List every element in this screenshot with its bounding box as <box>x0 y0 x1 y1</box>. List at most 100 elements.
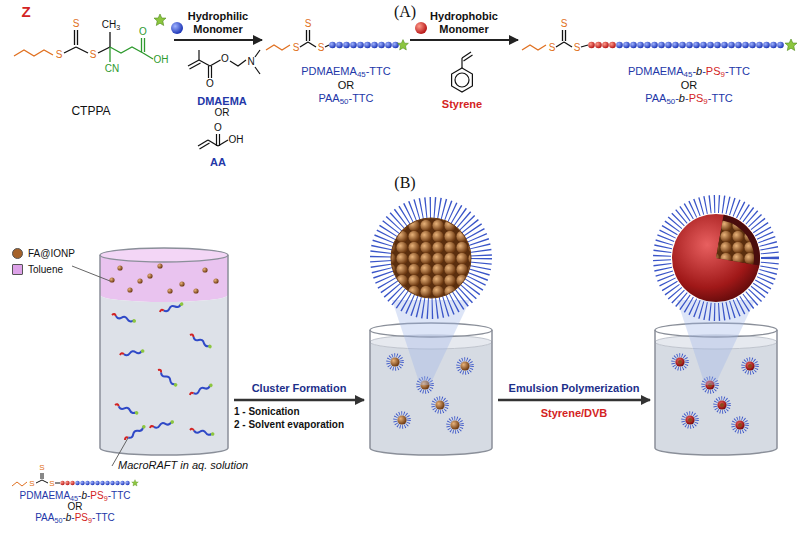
cluster-magnified-part <box>381 208 481 308</box>
text-run: PAA <box>318 92 339 104</box>
text-label: S <box>56 49 63 61</box>
ctppa-structure-part <box>64 47 76 53</box>
reaction-arrow <box>410 39 518 41</box>
text-run: b <box>81 490 87 501</box>
micelles-part <box>458 359 472 373</box>
ctppa-structure-part <box>74 30 75 45</box>
block-copolymer-chain-part <box>785 39 797 51</box>
block-copolymer-chain-part <box>41 473 42 479</box>
text-label: OR <box>68 501 83 513</box>
block-copolymer-chain-part <box>522 45 546 50</box>
macroraft-chains-part <box>150 420 175 430</box>
legend-item: Toluene <box>12 262 63 276</box>
legend-item: FA@IONP <box>12 246 75 260</box>
text-label: MacroRAFT in aq. solution <box>118 459 248 472</box>
text-label: AA <box>210 156 226 169</box>
micelles-part <box>388 355 402 369</box>
text-run: - <box>725 65 729 77</box>
beaker-part <box>100 255 228 455</box>
text-run: b <box>66 512 72 523</box>
text-label: Cluster Formation <box>252 382 347 395</box>
polymer-chain-part <box>309 30 310 41</box>
beaker-part <box>100 295 228 455</box>
nanoparticles-part <box>117 265 122 270</box>
block-copolymer-chain-part <box>564 42 572 47</box>
polymer-chain <box>266 30 408 50</box>
text-label: PAA50-b-PS9-TTC <box>35 512 115 524</box>
text-label: OR <box>215 107 230 119</box>
text-label: OH <box>229 134 244 146</box>
text-label: S <box>39 463 44 472</box>
core-shell-particles-part <box>733 418 747 432</box>
text-label: O <box>221 53 229 65</box>
zoom-cone <box>392 300 470 385</box>
styrene-structure <box>452 52 473 92</box>
beaker <box>100 248 228 455</box>
ctppa-structure-part <box>98 47 110 53</box>
reaction-arrow <box>174 39 262 41</box>
nanoparticles-part <box>213 278 218 283</box>
nanoparticles-part <box>193 288 198 293</box>
text-run: - <box>708 92 712 104</box>
text-run: - <box>92 512 95 523</box>
macroraft-chains-part <box>159 302 184 314</box>
core-shell-particles-part <box>715 398 729 412</box>
ctppa-structure-part <box>110 47 143 53</box>
text-run: - <box>692 65 696 77</box>
stage-text: OR <box>681 79 698 92</box>
panel-label: Z <box>21 3 30 20</box>
text-label: DMAEMA <box>197 95 247 108</box>
beaker-part <box>100 248 228 302</box>
text-run: 50 <box>666 97 675 106</box>
text-run: TTC <box>352 92 373 104</box>
text-run: TTC <box>369 65 390 77</box>
core-shell-particles-part <box>673 355 687 369</box>
dmaema-structure-part <box>208 66 209 78</box>
dmaema-structure-part <box>210 60 221 66</box>
stage-box: CTPPA <box>8 30 174 118</box>
text-run: PS <box>689 92 704 104</box>
core-shell-magnified-part <box>716 221 754 265</box>
text-label: S <box>574 42 581 54</box>
text-run: b <box>696 65 702 77</box>
core-shell-magnified-part <box>662 204 770 312</box>
text-run: 9 <box>104 494 108 503</box>
block-copolymer-chain-part <box>562 30 563 41</box>
text-label: S <box>561 18 568 30</box>
text-run: - <box>62 512 65 523</box>
text-run: 3 <box>116 23 120 32</box>
text-label: O <box>206 78 214 90</box>
text-run: PDMAEMA <box>628 65 684 77</box>
ctppa-structure-part <box>109 32 110 47</box>
block-copolymer-chain-part <box>12 482 27 486</box>
text-run: 45 <box>357 70 366 79</box>
macroraft-chains <box>112 302 215 442</box>
text-label: 2 - Solvent evaporation <box>234 419 344 431</box>
dmaema-structure-part <box>198 50 199 60</box>
ctppa-structure-part <box>76 47 88 53</box>
text-run: - <box>675 92 679 104</box>
micelles-part <box>395 413 409 427</box>
macroraft-chains-part <box>114 403 139 415</box>
cluster-magnified-part <box>391 218 471 298</box>
stage-text: PDMAEMA45-b-PS9-TTC <box>628 65 750 79</box>
panel-label: (A) <box>394 3 416 21</box>
text-label: PDMAEMA45-b-PS9-TTC <box>20 490 131 502</box>
block-copolymer-chain-part <box>588 40 616 50</box>
stage-text: PAA50-b-PS9-TTC <box>645 92 733 106</box>
stage-text: PDMAEMA45-TTC <box>301 65 390 79</box>
core-shell-particles-part <box>683 413 697 427</box>
text-run: PAA <box>35 512 54 523</box>
text-label: S <box>29 479 34 488</box>
text-run: PDMAEMA <box>20 490 71 501</box>
text-run: PDMAEMA <box>301 65 357 77</box>
dmaema-structure-part <box>199 60 210 66</box>
text-run: PAA <box>645 92 666 104</box>
block-copolymer-chain-part <box>565 30 566 41</box>
core-shell-particles-part <box>743 359 757 373</box>
polymer-chain-part <box>325 45 329 47</box>
ctppa-structure-part <box>154 14 166 26</box>
styrene-structure-part <box>452 68 473 92</box>
polymer-chain-part <box>329 40 399 50</box>
text-run: 9 <box>703 97 707 106</box>
